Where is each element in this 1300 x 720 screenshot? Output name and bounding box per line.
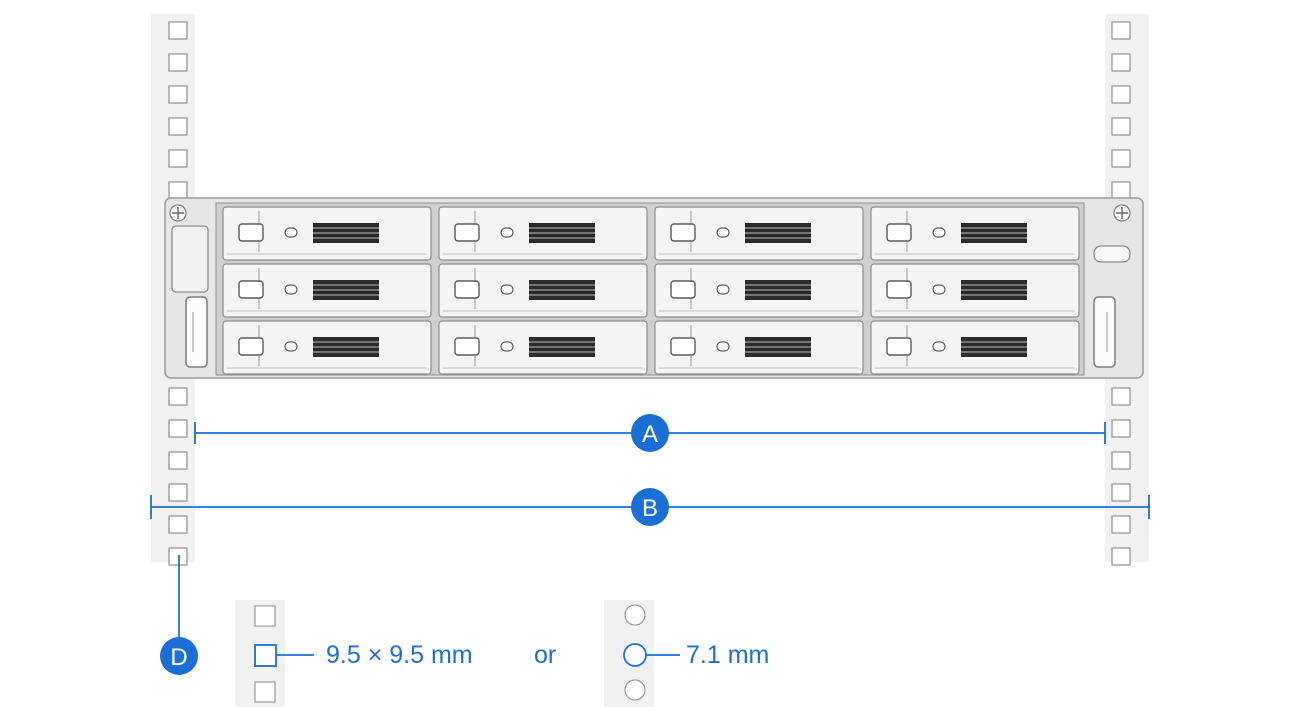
drive-tray (438, 206, 648, 261)
rail-hole (168, 419, 188, 438)
drive-tray (870, 206, 1080, 261)
drive-led-icon (500, 341, 514, 352)
drive-bays (222, 206, 1080, 375)
drive-latch-icon (670, 280, 696, 299)
drive-led-icon (284, 341, 298, 352)
drive-led-icon (716, 227, 730, 238)
round-hole-highlight (623, 643, 647, 667)
drive-led-icon (932, 227, 946, 238)
rail-hole (168, 53, 188, 72)
right-mounting-ear (1093, 204, 1131, 368)
drive-tray (222, 263, 432, 318)
rail-hole (1111, 117, 1131, 136)
drive-tray (438, 263, 648, 318)
rail-hole (168, 387, 188, 406)
hole-option-separator: or (534, 641, 557, 669)
callout-a-letter: A (642, 421, 658, 448)
rail-hole (1111, 149, 1131, 168)
drive-latch-icon (886, 280, 912, 299)
drive-latch-icon (670, 223, 696, 242)
drive-tray (654, 320, 864, 375)
rail-hole (1111, 483, 1131, 502)
drive-led-icon (716, 341, 730, 352)
rail-hole (168, 181, 188, 200)
power-button (1093, 245, 1131, 263)
rail-hole (1111, 53, 1131, 72)
right-ear-handle (1093, 296, 1116, 368)
callout-b-letter: B (642, 495, 658, 522)
callout-d-badge (160, 637, 198, 675)
rail-hole (1111, 515, 1131, 534)
drive-led-icon (716, 284, 730, 295)
left-ear-label-plate (171, 225, 209, 293)
drive-led-icon (284, 284, 298, 295)
rail-hole (168, 21, 188, 40)
drive-latch-icon (886, 223, 912, 242)
drive-latch-icon (886, 337, 912, 356)
rail-hole (1111, 451, 1131, 470)
rail-hole (168, 117, 188, 136)
left-ear-handle (185, 296, 208, 368)
drive-latch-icon (238, 337, 264, 356)
drive-tray (654, 206, 864, 261)
drive-led-icon (932, 341, 946, 352)
drive-led-icon (500, 227, 514, 238)
drive-latch-icon (454, 223, 480, 242)
right-rail-holes (1111, 21, 1131, 566)
drive-tray (870, 263, 1080, 318)
rack-server-chassis (164, 197, 1144, 379)
drive-led-icon (500, 284, 514, 295)
drive-tray (222, 206, 432, 261)
square-hole-highlight (254, 644, 277, 667)
rail-hole (1111, 181, 1131, 200)
rail-hole (168, 149, 188, 168)
rail-hole (1111, 85, 1131, 104)
rail-hole (1111, 547, 1131, 566)
drive-tray (222, 320, 432, 375)
rail-hole (168, 515, 188, 534)
rail-hole (168, 451, 188, 470)
dimension-a: A (194, 414, 1106, 452)
rail-hole (168, 547, 188, 566)
drive-tray (870, 320, 1080, 375)
rail-hole (168, 483, 188, 502)
callout-d: D (160, 555, 198, 675)
drive-latch-icon (238, 280, 264, 299)
rail-hole (1111, 21, 1131, 40)
drive-latch-icon (670, 337, 696, 356)
round-hole-detail (604, 600, 680, 707)
rail-hole (1111, 387, 1131, 406)
rail-hole (1111, 419, 1131, 438)
drive-led-icon (932, 284, 946, 295)
callout-d-letter: D (170, 644, 187, 671)
rail-hole (168, 85, 188, 104)
drive-tray (654, 263, 864, 318)
square-hole-detail (235, 600, 314, 707)
square-hole-size-label: 9.5 × 9.5 mm (326, 641, 473, 669)
drive-latch-icon (454, 280, 480, 299)
dimension-b: B (150, 488, 1150, 526)
callout-b-badge (631, 488, 669, 526)
drive-led-icon (284, 227, 298, 238)
drive-tray (438, 320, 648, 375)
left-rail-holes (168, 21, 188, 566)
left-mounting-ear (169, 204, 209, 368)
round-hole-size-label: 7.1 mm (686, 641, 770, 669)
callout-a-badge (631, 414, 669, 452)
drive-latch-icon (454, 337, 480, 356)
drive-latch-icon (238, 223, 264, 242)
